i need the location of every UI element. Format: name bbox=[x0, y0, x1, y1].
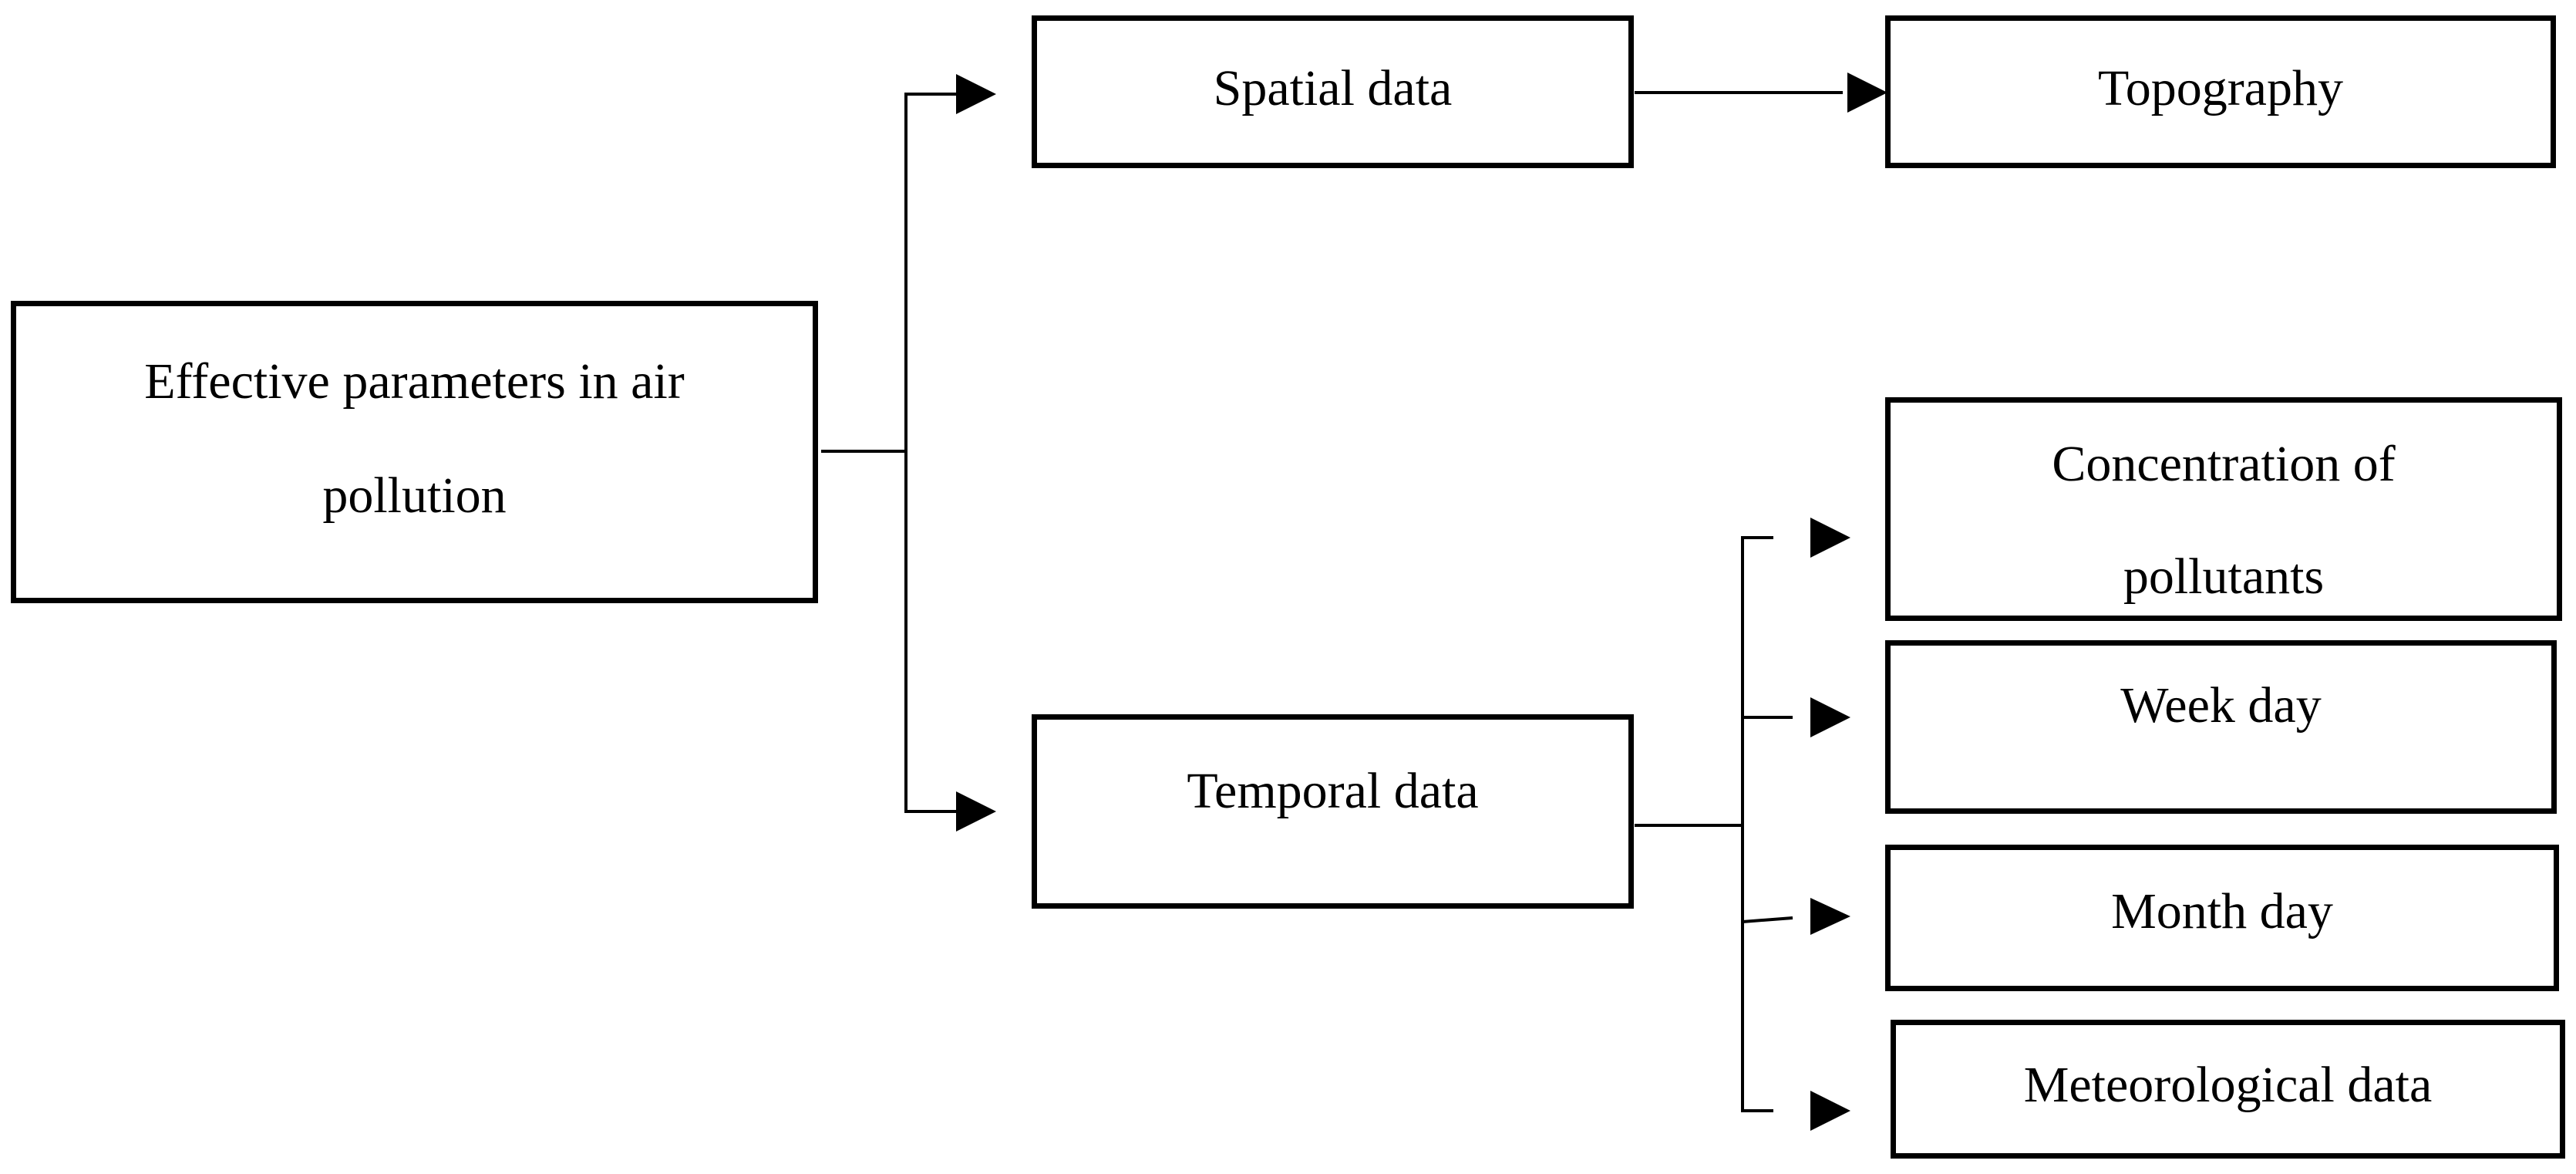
topography-label: Topography bbox=[2098, 60, 2343, 116]
week-day-label: Week day bbox=[2120, 677, 2322, 734]
concentration-node: Concentration of pollutants bbox=[1885, 397, 2562, 621]
root-label-line-1: Effective parameters in air bbox=[144, 353, 685, 410]
topography-node: Topography bbox=[1885, 15, 2556, 168]
arrowhead-topography bbox=[1847, 73, 1887, 113]
month-day-node: Month day bbox=[1885, 845, 2559, 991]
spatial-data-node: Spatial data bbox=[1032, 15, 1634, 168]
month-day-label: Month day bbox=[2111, 883, 2333, 940]
concentration-label-line-1: Concentration of bbox=[2052, 436, 2396, 492]
arrowhead-temporal bbox=[956, 791, 996, 832]
temporal-data-label: Temporal data bbox=[1187, 763, 1479, 819]
root-label-line-2: pollution bbox=[322, 467, 507, 524]
meteorological-data-node: Meteorological data bbox=[1891, 1020, 2565, 1159]
root-node: Effective parameters in air pollution bbox=[11, 301, 818, 603]
connector-to-monthday bbox=[1742, 916, 1793, 923]
temporal-data-node: Temporal data bbox=[1032, 714, 1634, 909]
arrowhead-spatial bbox=[956, 74, 996, 114]
meteorological-data-label: Meteorological data bbox=[2023, 1057, 2433, 1113]
arrowhead-monthday bbox=[1810, 898, 1850, 935]
arrowhead-meteorological bbox=[1810, 1091, 1850, 1131]
arrowhead-concentration bbox=[1810, 518, 1850, 558]
spatial-data-label: Spatial data bbox=[1213, 60, 1453, 116]
concentration-label-line-2: pollutants bbox=[2123, 548, 2325, 605]
arrowhead-weekday bbox=[1810, 697, 1850, 737]
week-day-node: Week day bbox=[1885, 640, 2557, 814]
